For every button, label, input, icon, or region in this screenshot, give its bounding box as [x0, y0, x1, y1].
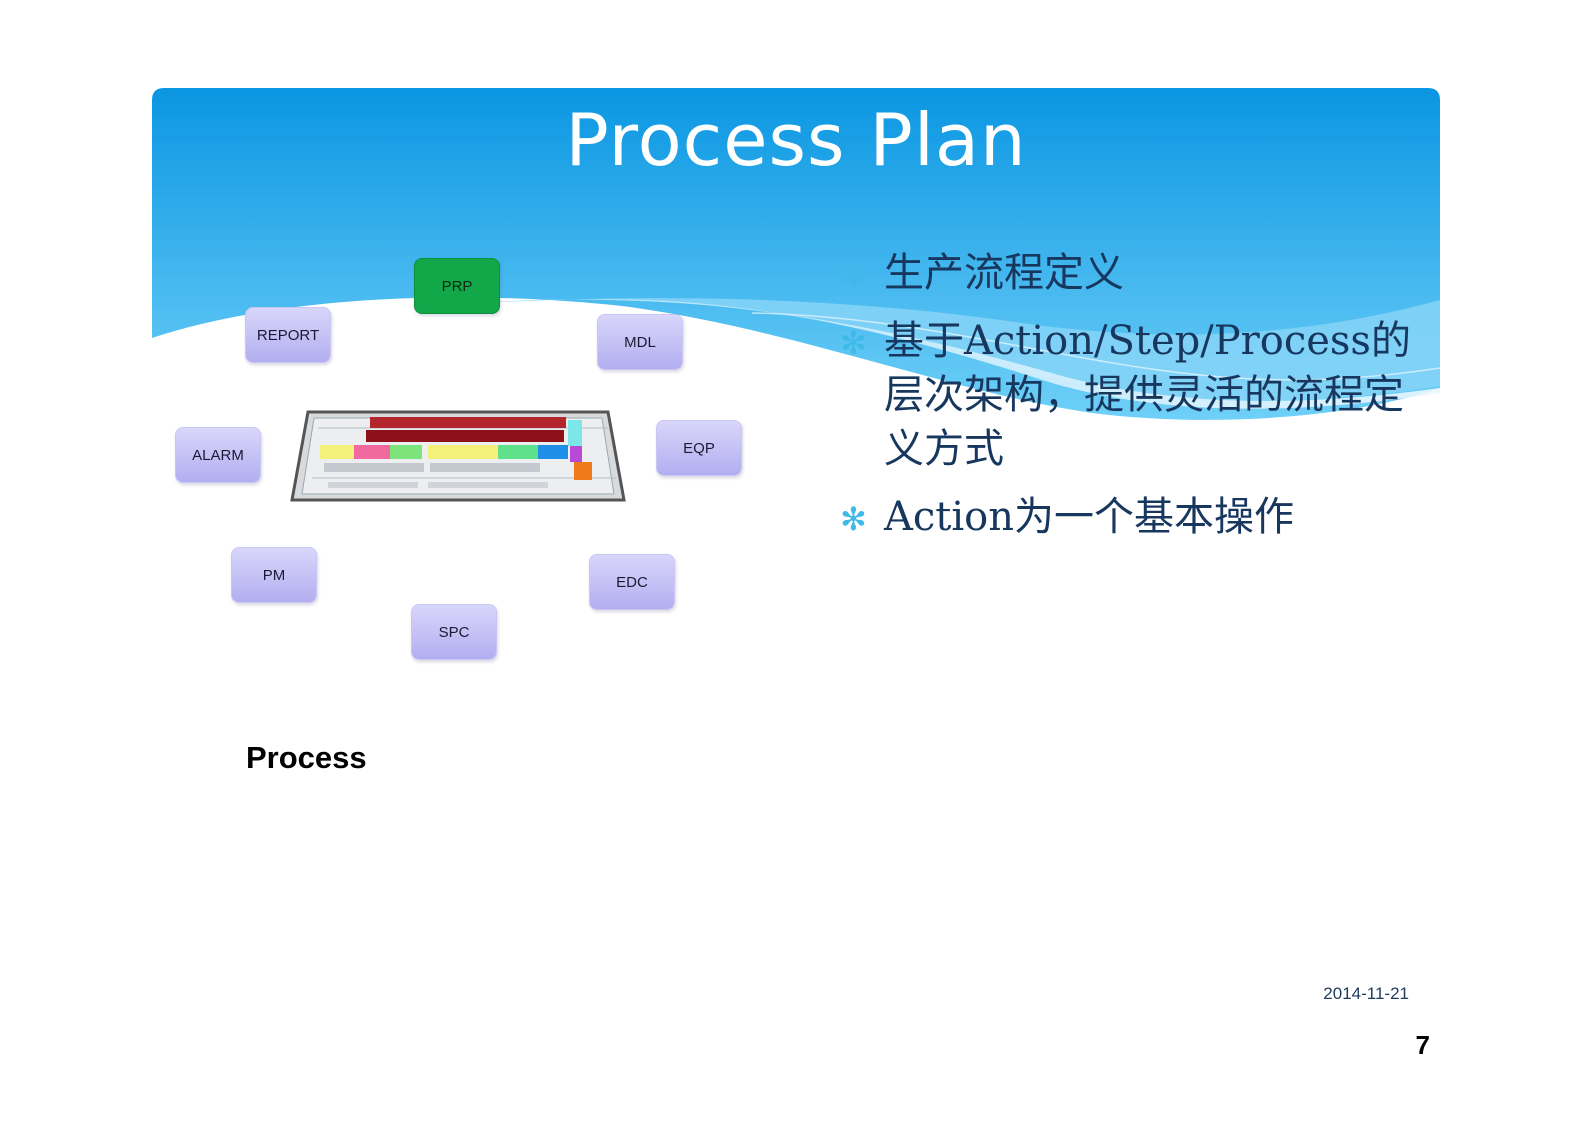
diagram-caption: Process [246, 740, 367, 775]
module-label: SPC [438, 623, 470, 641]
bullet-text: Action为一个基本操作 [884, 494, 1294, 540]
module-label: EDC [616, 573, 648, 591]
module-edc[interactable]: EDC [589, 554, 675, 610]
bullet-text: 基于Action/Step/Process的层次架构，提供灵活的流程定义方式 [884, 318, 1411, 472]
module-spc[interactable]: SPC [411, 604, 497, 660]
bullet-item: ✻ Action为一个基本操作 [840, 490, 1440, 544]
bullet-text: 生产流程定义 [884, 250, 1124, 296]
factory-floor-layout-icon [290, 410, 626, 502]
module-label: MDL [624, 333, 656, 351]
module-label: EQP [683, 439, 715, 457]
module-mdl[interactable]: MDL [597, 314, 683, 370]
module-prp[interactable]: PRP [414, 258, 500, 314]
bullet-item: ✻ 基于Action/Step/Process的层次架构，提供灵活的流程定义方式 [840, 314, 1440, 476]
bullet-list: ✻ 生产流程定义 ✻ 基于Action/Step/Process的层次架构，提供… [840, 246, 1440, 558]
asterisk-bullet-icon: ✻ [840, 500, 867, 538]
module-report[interactable]: REPORT [245, 307, 331, 363]
asterisk-bullet-icon: ✻ [840, 324, 867, 362]
asterisk-bullet-icon: ✻ [840, 256, 867, 294]
bullet-item: ✻ 生产流程定义 [840, 246, 1440, 300]
slide-title: Process Plan [565, 98, 1027, 182]
module-pm[interactable]: PM [231, 547, 317, 603]
module-label: ALARM [192, 446, 244, 464]
page-number: 7 [1415, 1030, 1430, 1060]
module-label: PM [262, 566, 286, 584]
footer-date: 2014-11-21 [1323, 984, 1409, 1003]
slide-frame: Process Plan ✻ 生产流程定义 ✻ 基于Action/Step/Pr… [152, 88, 1440, 728]
module-alarm[interactable]: ALARM [175, 427, 261, 483]
module-label: REPORT [256, 326, 320, 344]
blue-wave-banner [152, 88, 1440, 420]
module-label: PRP [441, 277, 473, 295]
module-eqp[interactable]: EQP [656, 420, 742, 476]
